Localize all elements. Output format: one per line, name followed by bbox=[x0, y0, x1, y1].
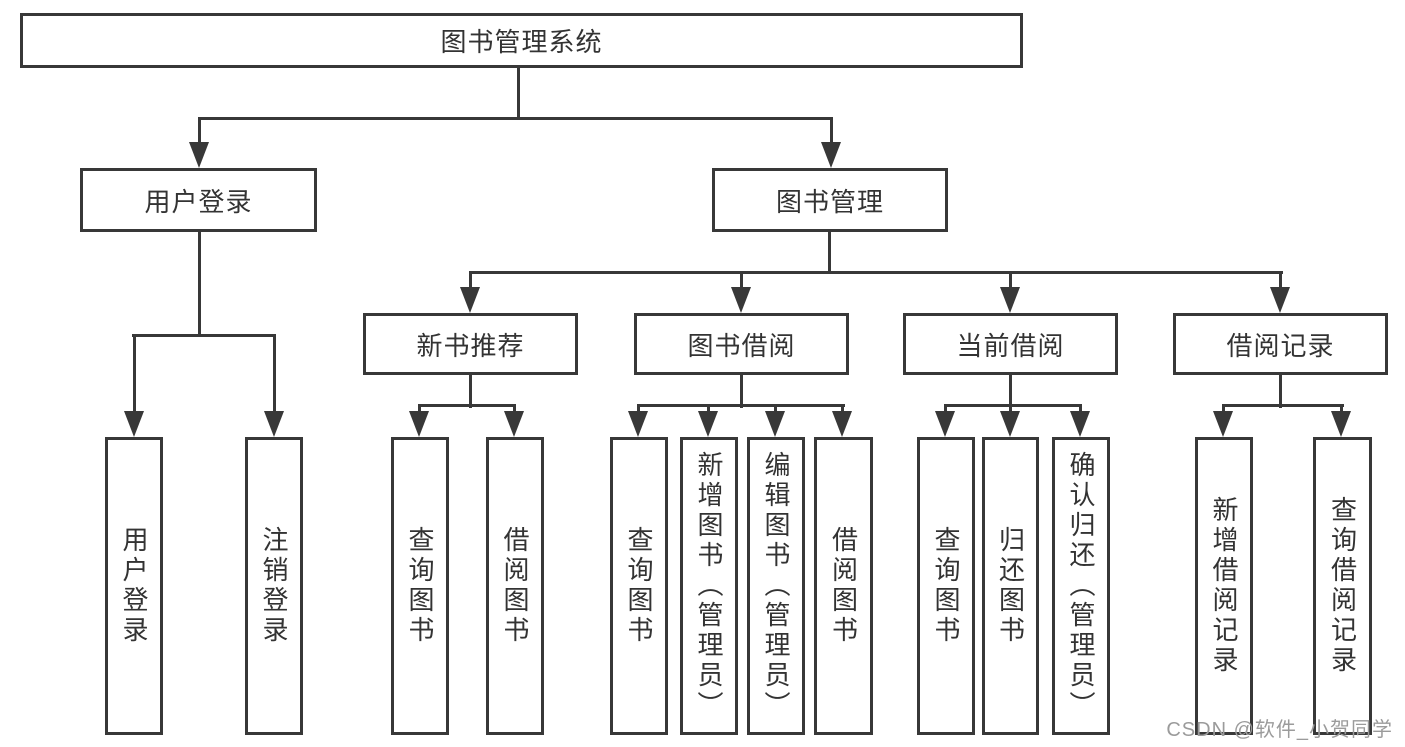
connector-root-stem bbox=[517, 68, 520, 120]
node-borrow-records: 借阅记录 bbox=[1173, 313, 1388, 375]
connector-book-management-stem bbox=[828, 230, 831, 274]
node-book-borrowing-label: 图书借阅 bbox=[687, 330, 796, 361]
leaf-query-books-current: 查询图书 bbox=[917, 437, 975, 735]
leaf-user-login: 用户登录 bbox=[105, 437, 163, 735]
arrowhead-leaf bbox=[698, 411, 718, 437]
arrowhead-leaf bbox=[1000, 411, 1020, 437]
leaf-query-borrow-record-label: 查询借阅记录 bbox=[1327, 496, 1358, 676]
connector-user-login-stem bbox=[198, 232, 201, 336]
leaf-logout: 注销登录 bbox=[245, 437, 303, 735]
arrowhead-book-management bbox=[821, 142, 841, 168]
connector-book-borrowing-stem bbox=[740, 375, 743, 408]
connector-current-borrowing-stem bbox=[1009, 375, 1012, 408]
leaf-borrow-books-borrowing: 借阅图书 bbox=[814, 437, 873, 735]
leaf-borrow-books-newbooks: 借阅图书 bbox=[486, 437, 544, 735]
connector-new-books-bar bbox=[418, 404, 516, 407]
leaf-query-books-borrowing: 查询图书 bbox=[610, 437, 668, 735]
arrowhead-book-borrowing bbox=[731, 287, 751, 313]
arrowhead-new-books bbox=[460, 287, 480, 313]
arrowhead-leaf bbox=[628, 411, 648, 437]
leaf-query-borrow-record: 查询借阅记录 bbox=[1313, 437, 1372, 735]
leaf-add-book-admin: 新增图书（管理员） bbox=[680, 437, 738, 735]
arrowhead-leaf bbox=[935, 411, 955, 437]
node-book-management: 图书管理 bbox=[712, 168, 948, 232]
node-user-login: 用户登录 bbox=[80, 168, 317, 232]
node-root: 图书管理系统 bbox=[20, 13, 1023, 68]
leaf-return-book: 归还图书 bbox=[982, 437, 1039, 735]
node-current-borrowing: 当前借阅 bbox=[903, 313, 1118, 375]
leaf-edit-book-admin-label: 编辑图书（管理员） bbox=[761, 451, 791, 721]
arrowhead-leaf bbox=[1213, 411, 1233, 437]
node-book-management-label: 图书管理 bbox=[775, 186, 884, 217]
arrowhead-current-borrowing bbox=[1000, 287, 1020, 313]
connector-user-login-bar bbox=[132, 334, 276, 337]
node-current-borrowing-label: 当前借阅 bbox=[956, 330, 1065, 361]
leaf-edit-book-admin: 编辑图书（管理员） bbox=[747, 437, 805, 735]
leaf-confirm-return-admin-label: 确认归还（管理员） bbox=[1066, 451, 1096, 721]
leaf-add-book-admin-label: 新增图书（管理员） bbox=[694, 451, 724, 721]
connector-book-management-bar bbox=[469, 271, 1283, 274]
arrowhead-leaf bbox=[124, 411, 144, 437]
arrowhead-borrow-records bbox=[1270, 287, 1290, 313]
connector-root-bar bbox=[198, 117, 833, 120]
leaf-query-books-newbooks-label: 查询图书 bbox=[405, 526, 435, 646]
leaf-query-books-borrowing-label: 查询图书 bbox=[624, 526, 654, 646]
arrowhead-leaf bbox=[765, 411, 785, 437]
connector-level2-drop bbox=[740, 271, 743, 293]
leaf-query-books-newbooks: 查询图书 bbox=[391, 437, 449, 735]
connector-borrow-records-bar bbox=[1222, 404, 1344, 407]
leaf-return-book-label: 归还图书 bbox=[995, 526, 1026, 646]
arrowhead-leaf bbox=[1070, 411, 1090, 437]
connector-current-borrowing-bar bbox=[944, 404, 1082, 407]
leaf-borrow-books-borrowing-label: 借阅图书 bbox=[828, 526, 859, 646]
leaf-borrow-books-newbooks-label: 借阅图书 bbox=[500, 526, 530, 646]
arrowhead-user-login bbox=[189, 142, 209, 168]
watermark: CSDN @软件_小贺同学 bbox=[1166, 719, 1393, 741]
connector-book-management-drop bbox=[830, 117, 833, 150]
connector-leaf-drop bbox=[133, 334, 136, 420]
arrowhead-leaf bbox=[504, 411, 524, 437]
leaf-logout-label: 注销登录 bbox=[259, 526, 289, 646]
leaf-add-borrow-record-label: 新增借阅记录 bbox=[1209, 496, 1239, 676]
node-user-login-label: 用户登录 bbox=[144, 186, 253, 217]
node-new-books: 新书推荐 bbox=[363, 313, 578, 375]
node-root-label: 图书管理系统 bbox=[440, 27, 603, 57]
connector-book-borrowing-bar bbox=[637, 404, 845, 407]
connector-user-login-drop bbox=[198, 117, 201, 150]
connector-level2-drop bbox=[1279, 271, 1282, 293]
arrowhead-leaf bbox=[832, 411, 852, 437]
connector-new-books-stem bbox=[469, 375, 472, 408]
connector-level2-drop bbox=[469, 271, 472, 293]
leaf-user-login-label: 用户登录 bbox=[119, 526, 149, 646]
arrowhead-leaf bbox=[1331, 411, 1351, 437]
leaf-confirm-return-admin: 确认归还（管理员） bbox=[1052, 437, 1110, 735]
leaf-add-borrow-record: 新增借阅记录 bbox=[1195, 437, 1253, 735]
leaf-query-books-current-label: 查询图书 bbox=[931, 526, 961, 646]
connector-leaf-drop bbox=[273, 334, 276, 420]
connector-borrow-records-stem bbox=[1279, 375, 1282, 408]
arrowhead-leaf bbox=[264, 411, 284, 437]
arrowhead-leaf bbox=[409, 411, 429, 437]
connector-level2-drop bbox=[1009, 271, 1012, 293]
node-borrow-records-label: 借阅记录 bbox=[1226, 330, 1335, 361]
node-new-books-label: 新书推荐 bbox=[416, 330, 525, 361]
node-book-borrowing: 图书借阅 bbox=[634, 313, 849, 375]
